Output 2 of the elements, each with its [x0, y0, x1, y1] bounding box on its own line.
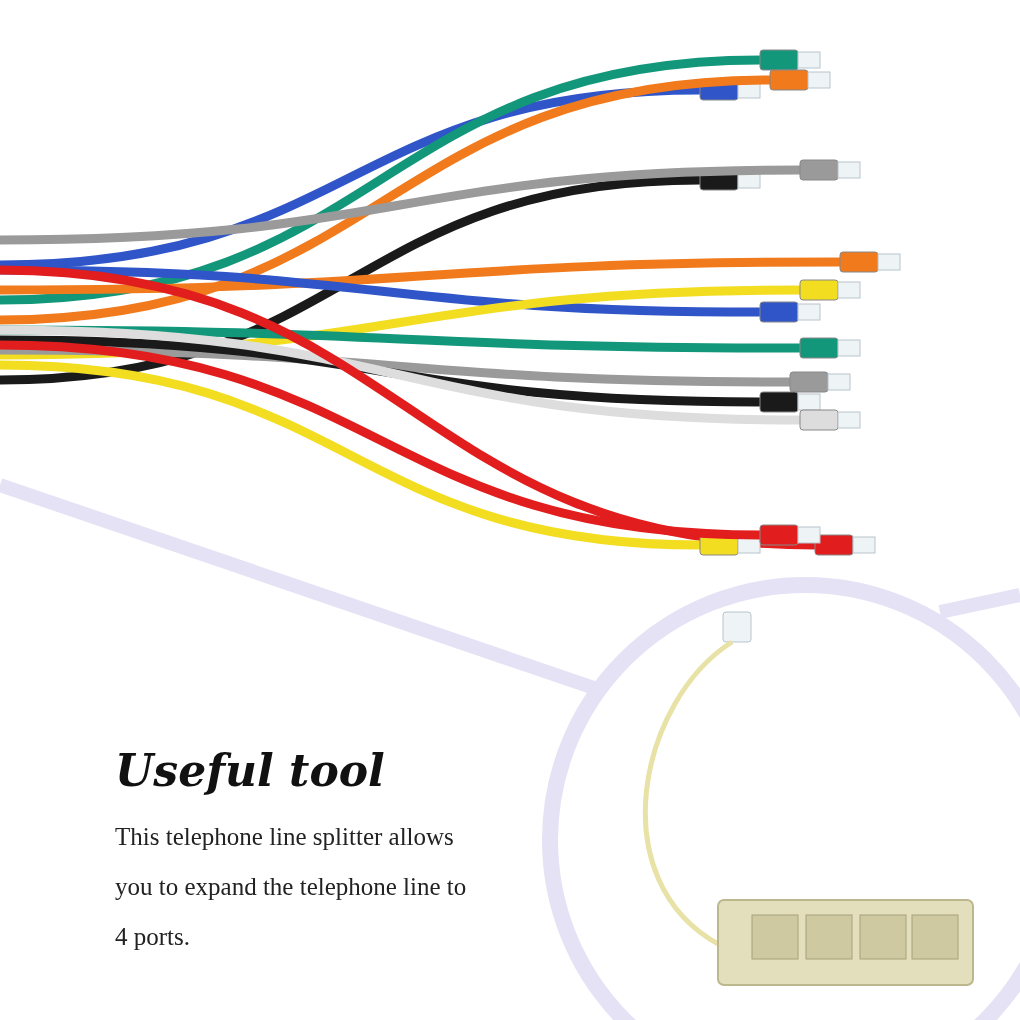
description-text: This telephone line splitter allows you to expand the telephone line to 4 ports. [115, 822, 468, 952]
title: Useful tool [115, 745, 385, 796]
